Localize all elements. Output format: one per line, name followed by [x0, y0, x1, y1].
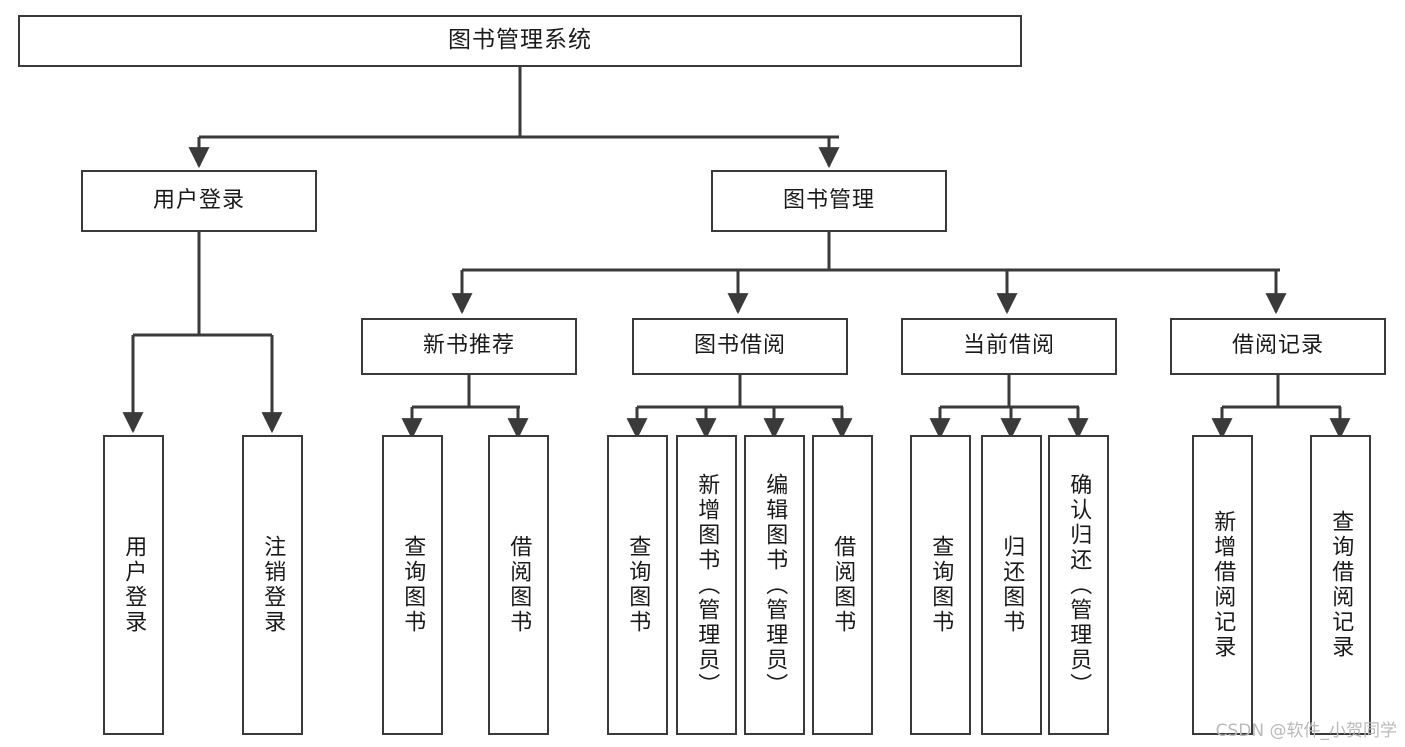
- leaf-records-add-record[interactable]: 新增借阅记录: [1192, 435, 1253, 735]
- leaf-current-confirm-return-admin[interactable]: 确认归还（管理员）: [1048, 435, 1109, 735]
- node-book-management[interactable]: 图书管理: [711, 170, 947, 232]
- leaf-borrow-add-book-admin[interactable]: 新增图书（管理员）: [676, 435, 737, 735]
- node-root-system[interactable]: 图书管理系统: [18, 15, 1022, 67]
- node-current-borrow[interactable]: 当前借阅: [901, 318, 1117, 375]
- node-borrow-records[interactable]: 借阅记录: [1170, 318, 1386, 375]
- node-book-borrow[interactable]: 图书借阅: [632, 318, 848, 375]
- leaf-borrow-query-book[interactable]: 查询图书: [607, 435, 668, 735]
- leaf-borrow-edit-book-admin[interactable]: 编辑图书（管理员）: [744, 435, 805, 735]
- leaf-current-return-book[interactable]: 归还图书: [981, 435, 1042, 735]
- leaf-user-login-signout[interactable]: 注销登录: [242, 435, 303, 735]
- leaf-user-login-signin[interactable]: 用户登录: [103, 435, 164, 735]
- leaf-new-book-borrow[interactable]: 借阅图书: [488, 435, 549, 735]
- leaf-records-query-record[interactable]: 查询借阅记录: [1310, 435, 1371, 735]
- leaf-current-query-book[interactable]: 查询图书: [910, 435, 971, 735]
- leaf-new-book-query[interactable]: 查询图书: [382, 435, 443, 735]
- leaf-borrow-borrow-book[interactable]: 借阅图书: [812, 435, 873, 735]
- node-new-book-recommend[interactable]: 新书推荐: [361, 318, 577, 375]
- csdn-watermark: CSDN @软件_小贺同学: [1215, 721, 1397, 741]
- node-user-login[interactable]: 用户登录: [81, 170, 317, 232]
